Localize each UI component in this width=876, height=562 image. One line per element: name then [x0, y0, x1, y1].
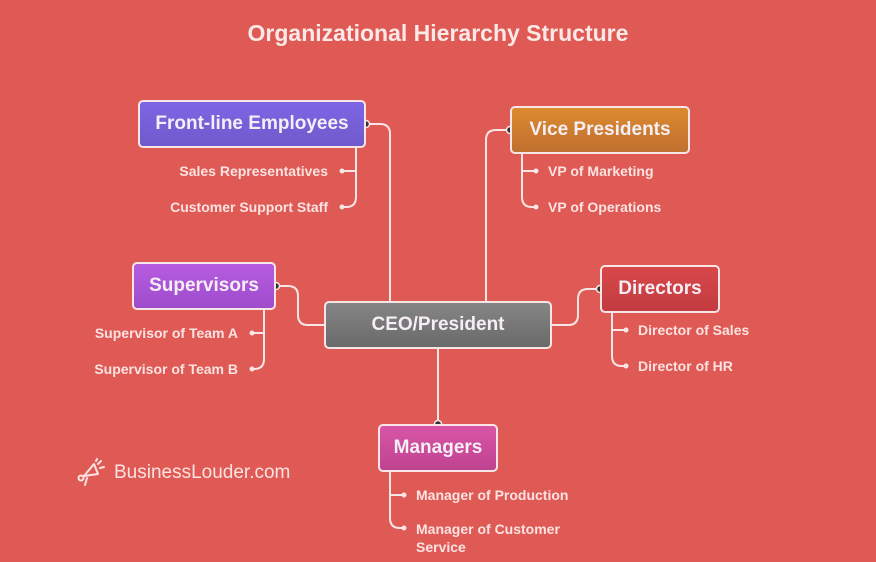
node-label: Managers — [393, 437, 483, 458]
leaf-sales-representatives: Sales Representatives — [179, 163, 328, 179]
leaf-supervisor-team-a: Supervisor of Team A — [94, 325, 238, 341]
brand-watermark: BusinessLouder.com — [76, 458, 290, 488]
leaf-manager-customer-service: Manager of Customer Service — [416, 521, 560, 555]
leaf-vp-marketing: VP of Marketing — [548, 163, 654, 179]
leaf-customer-support-staff: Customer Support Staff — [170, 199, 328, 215]
leaf-manager-production: Manager of Production — [416, 487, 569, 503]
node-supervisors[interactable]: Supervisors — [132, 262, 276, 310]
brand-text: BusinessLouder.com — [114, 462, 291, 483]
leaf-supervisor-team-b: Supervisor of Team B — [94, 361, 238, 377]
megaphone-icon — [77, 458, 105, 486]
node-label: Directors — [618, 278, 702, 299]
root-node-ceo[interactable]: CEO/President — [324, 301, 552, 349]
leaf-director-sales: Director of Sales — [638, 322, 750, 338]
root-node-label: CEO/President — [371, 314, 505, 335]
node-label: Supervisors — [149, 275, 259, 296]
leaf-vp-operations: VP of Operations — [548, 199, 662, 215]
node-managers[interactable]: Managers — [378, 424, 498, 472]
diagram-title: Organizational Hierarchy Structure — [247, 20, 629, 46]
leaf-director-hr: Director of HR — [638, 358, 733, 374]
node-front-line-employees[interactable]: Front-line Employees — [138, 100, 366, 148]
node-vice-presidents[interactable]: Vice Presidents — [510, 106, 690, 154]
node-directors[interactable]: Directors — [600, 265, 720, 313]
node-label: Front-line Employees — [155, 113, 349, 134]
node-label: Vice Presidents — [529, 119, 671, 140]
